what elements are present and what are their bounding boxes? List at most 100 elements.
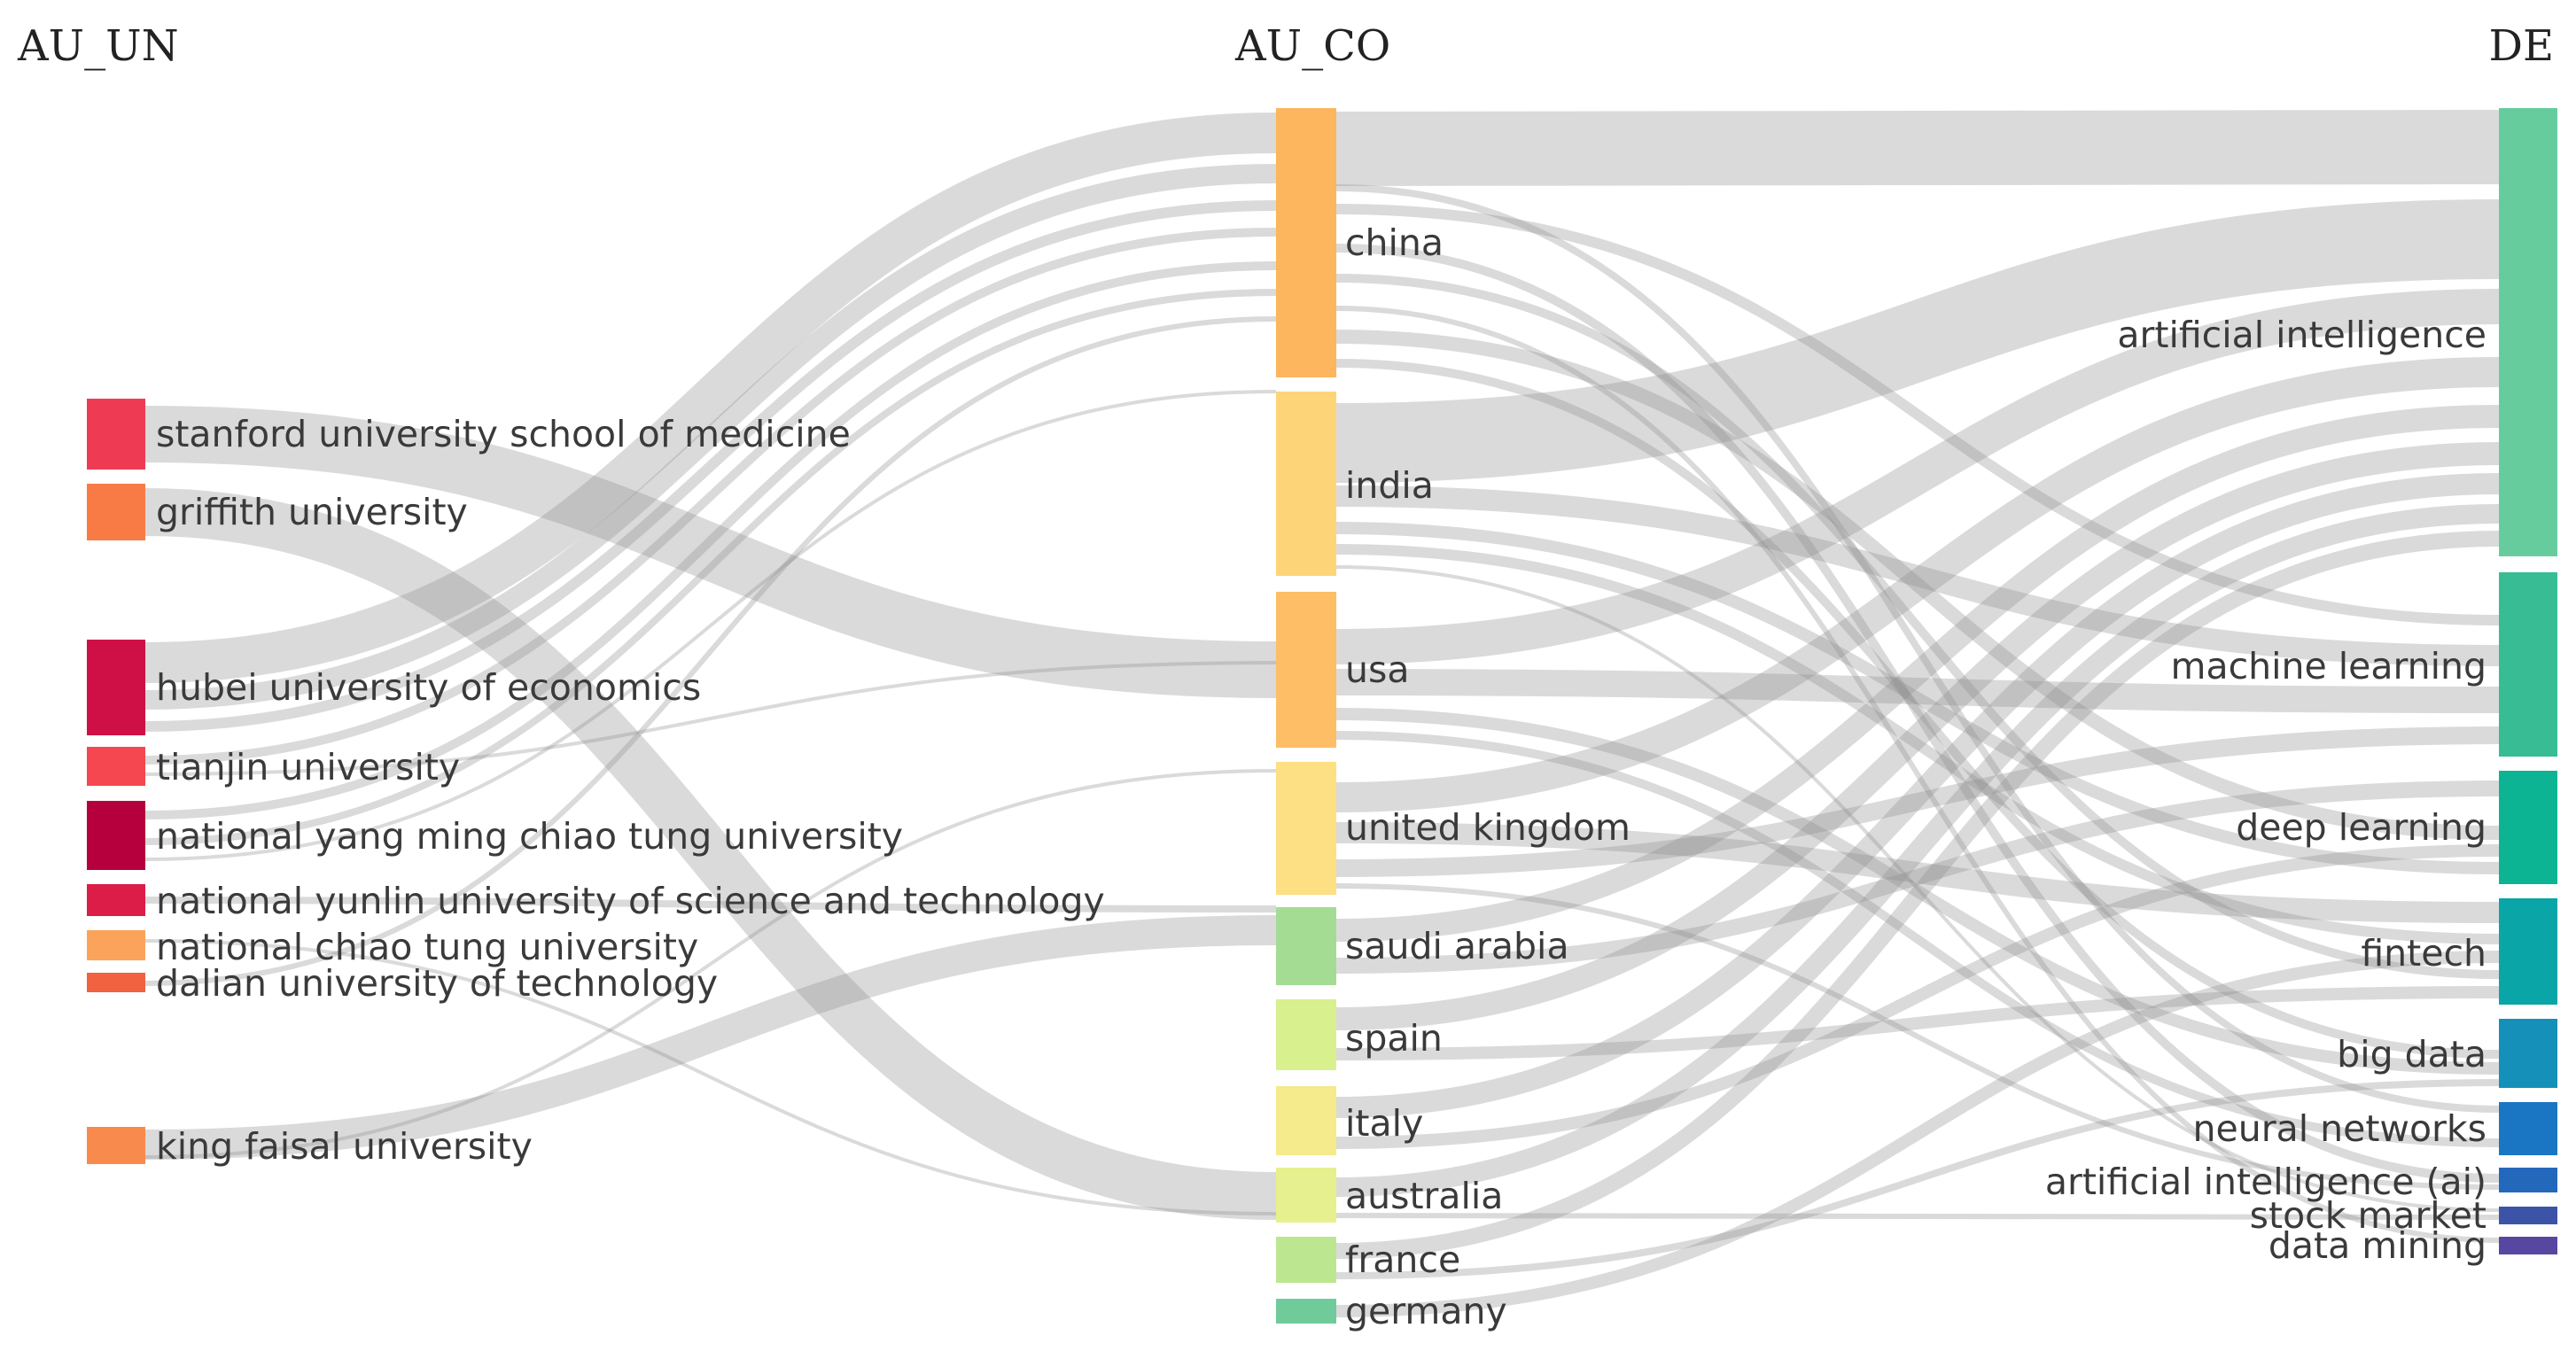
link-kingfaisal-saudi [144,915,1277,1160]
link-spain-fintech [1335,986,2500,1060]
au-un-column: stanford university school of medicine g… [87,399,1105,1168]
link-layer [144,110,2500,1317]
node-spain[interactable]: spain [1276,999,1443,1070]
link-china-dm [1335,306,2500,1243]
node-uk[interactable]: united kingdom [1276,762,1630,895]
node-bar [87,747,145,786]
node-artificial-intelligence[interactable]: artificial intelligence [2117,108,2557,556]
link-germany-fintech [1335,951,2500,1317]
link-usa-ai [1335,289,2500,664]
node-bar [1276,1086,1336,1155]
column-header-de: DE [2488,21,2554,71]
node-china[interactable]: china [1276,108,1444,377]
node-germany[interactable]: germany [1276,1290,1507,1332]
node-big-data[interactable]: big data [2337,1019,2557,1088]
node-label: national yang ming chiao tung university [156,815,903,858]
node-label: india [1345,464,1434,507]
link-usa-nn [1335,731,2500,1147]
link-tianjin-usa [144,661,1277,776]
node-label: national yunlin university of science an… [156,880,1105,922]
link-france-ai [1335,531,2500,1259]
node-machine-learning[interactable]: machine learning [2171,572,2558,757]
node-france[interactable]: france [1276,1237,1460,1283]
node-tianjin[interactable]: tianjin university [87,746,460,788]
node-label: hubei university of economics [156,666,701,709]
node-bar [2499,1019,2557,1088]
link-china-bigdata [1335,359,2500,1059]
node-label: national chiao tung university [156,926,698,968]
node-dalian[interactable]: dalian university of technology [87,962,718,1005]
node-yunlin[interactable]: national yunlin university of science an… [87,880,1105,922]
node-label: griffith university [156,491,468,533]
link-uk-ai [1335,357,2500,812]
link-saudi-dl [1335,780,2500,974]
node-australia[interactable]: australia [1276,1168,1503,1223]
node-stock-market[interactable]: stock market [2250,1194,2557,1237]
link-china-aiai [1335,244,2500,1183]
node-label: neural networks [2193,1107,2487,1150]
node-griffith[interactable]: griffith university [87,484,468,540]
node-bar [1276,762,1336,895]
node-stanford[interactable]: stanford university school of medicine [87,399,851,470]
link-india-fintech [1335,544,2500,944]
node-bar [1276,1168,1336,1223]
node-nctu[interactable]: national chiao tung university [87,926,698,968]
node-bar [87,640,145,735]
node-bar [2499,1168,2557,1192]
node-fintech[interactable]: fintech [2361,898,2557,1005]
link-uk-fintech [1335,822,2500,923]
link-kingfaisal-uk [144,769,1277,1159]
node-nymctu[interactable]: national yang ming chiao tung university [87,801,903,870]
node-label: germany [1345,1290,1507,1332]
link-saudi-ai [1335,405,2500,942]
node-bar [87,1127,145,1164]
node-label: stanford university school of medicine [156,413,851,455]
node-bar [87,884,145,916]
node-artificial-intelligence-ai[interactable]: artificial intelligence (ai) [2045,1161,2557,1203]
node-bar [1276,108,1336,377]
link-griffith-australia [144,488,1277,1220]
node-bar [87,973,145,992]
node-usa[interactable]: usa [1276,592,1409,748]
link-india-stock [1335,565,2500,1212]
node-kingfaisal[interactable]: king faisal university [87,1125,533,1168]
node-label: data mining [2269,1224,2487,1267]
node-neural-networks[interactable]: neural networks [2193,1102,2557,1155]
link-hubei-china-1 [144,113,1277,683]
node-bar [2499,572,2557,757]
node-bar [1276,907,1336,985]
column-header-au-un: AU_UN [17,21,179,71]
node-label: artificial intelligence [2117,314,2487,356]
node-hubei[interactable]: hubei university of economics [87,640,701,735]
link-italy-ai [1335,473,2500,1118]
node-india[interactable]: india [1276,392,1434,576]
au-co-column: china india usa united kingdom saudi ara… [1276,108,1630,1332]
node-deep-learning[interactable]: deep learning [2236,771,2557,884]
node-label: big data [2337,1033,2487,1076]
link-hubei-china-3 [144,200,1277,732]
link-india-dl [1335,522,2500,874]
link-uk-ml [1335,726,2500,877]
link-india-ml [1335,485,2500,666]
node-bar [2499,1207,2557,1224]
link-hubei-china-2 [144,164,1277,710]
node-italy[interactable]: italy [1276,1086,1423,1155]
node-label: italy [1345,1102,1423,1145]
node-label: tianjin university [156,746,460,788]
link-usa-bigdata [1335,708,2500,1075]
link-france-bigdata [1335,1079,2500,1279]
node-saudi[interactable]: saudi arabia [1276,907,1569,985]
node-data-mining[interactable]: data mining [2269,1224,2557,1267]
link-nymctu-india [144,390,1277,861]
de-column: artificial intelligence machine learning… [2045,108,2557,1267]
link-yunlin-saudi [144,897,1277,912]
link-nymctu-china [144,261,1277,819]
node-bar [87,399,145,470]
node-bar [1276,592,1336,748]
link-china-dl [1335,330,2500,840]
link-china-ml [1335,204,2500,625]
node-bar [87,930,145,960]
node-bar [87,484,145,540]
node-label: machine learning [2171,645,2487,687]
link-australia-stock [1335,1213,2500,1220]
